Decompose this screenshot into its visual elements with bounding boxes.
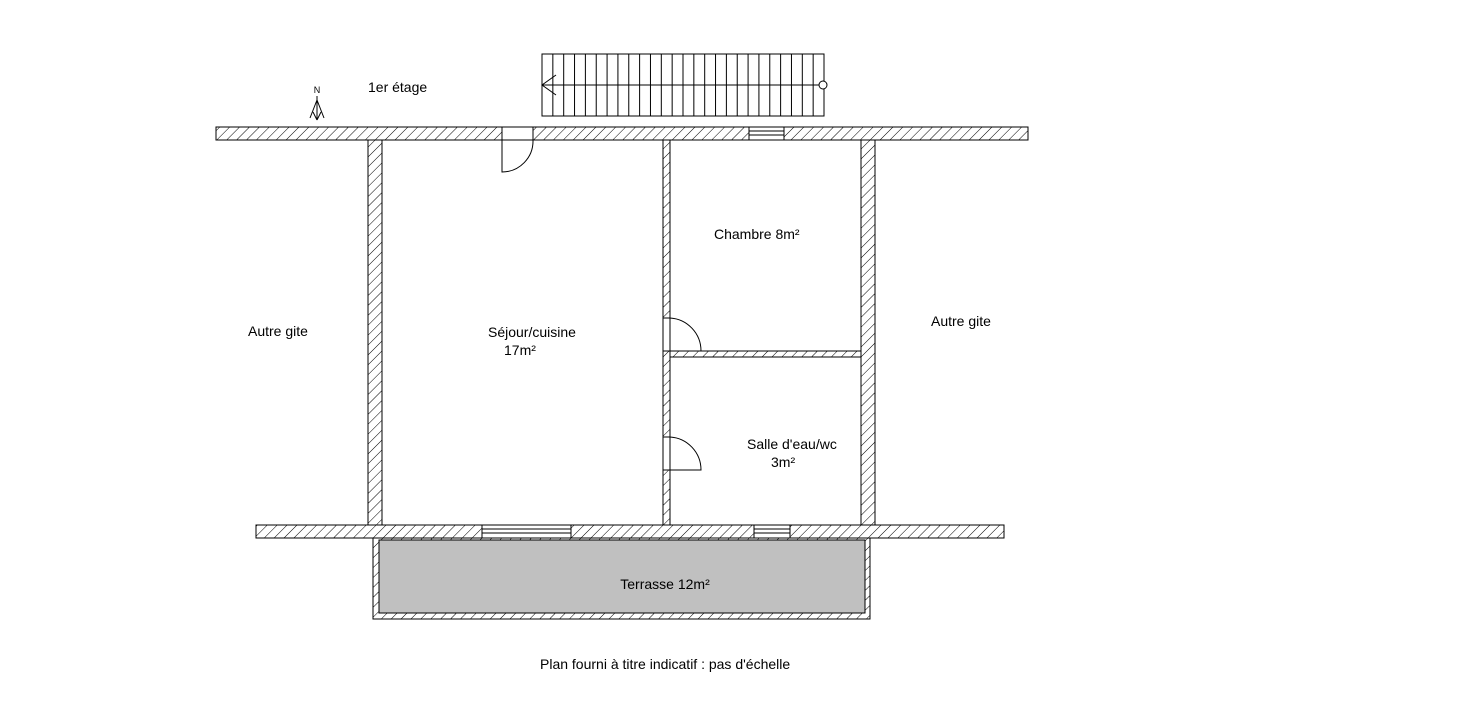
stair-arrow-icon: [541, 74, 557, 96]
terrasse-label: Terrasse 12m²: [620, 576, 710, 592]
floor-label: 1er étage: [368, 79, 427, 95]
north-arrow-icon: N: [309, 85, 325, 121]
sejour-window: [481, 524, 572, 539]
right-wall: [860, 139, 876, 526]
footer-note: Plan fourni à titre indicatif : pas d'éc…: [540, 656, 790, 672]
stair-start-circle: [818, 80, 828, 90]
staircase: [541, 53, 828, 117]
entrance-door-swing-icon: [501, 139, 534, 173]
top-wall: [215, 126, 1029, 141]
salle-door-swing-icon: [669, 436, 702, 471]
north-label: N: [314, 85, 321, 95]
chambre-label: Chambre 8m²: [714, 226, 800, 242]
walls: [215, 126, 1029, 539]
salle-name-label: Salle d'eau/wc: [747, 436, 837, 452]
terrace-floor: [378, 539, 866, 614]
chambre-door: [662, 317, 671, 352]
chambre-window: [748, 126, 785, 141]
entrance-door: [501, 126, 534, 141]
right-neighbor-label: Autre gite: [931, 313, 991, 329]
sejour-area-label: 17m²: [504, 342, 536, 358]
salle-door: [662, 436, 671, 471]
salle-window: [753, 524, 791, 539]
terrace: Terrasse 12m²: [372, 537, 871, 620]
openings: [481, 126, 791, 539]
left-wall: [367, 139, 383, 526]
partition-wall: [669, 350, 862, 358]
left-neighbor-label: Autre gite: [248, 323, 308, 339]
chambre-door-swing-icon: [669, 317, 702, 352]
salle-area-label: 3m²: [771, 454, 795, 470]
sejour-name-label: Séjour/cuisine: [488, 324, 576, 340]
bottom-wall: [255, 524, 1005, 539]
